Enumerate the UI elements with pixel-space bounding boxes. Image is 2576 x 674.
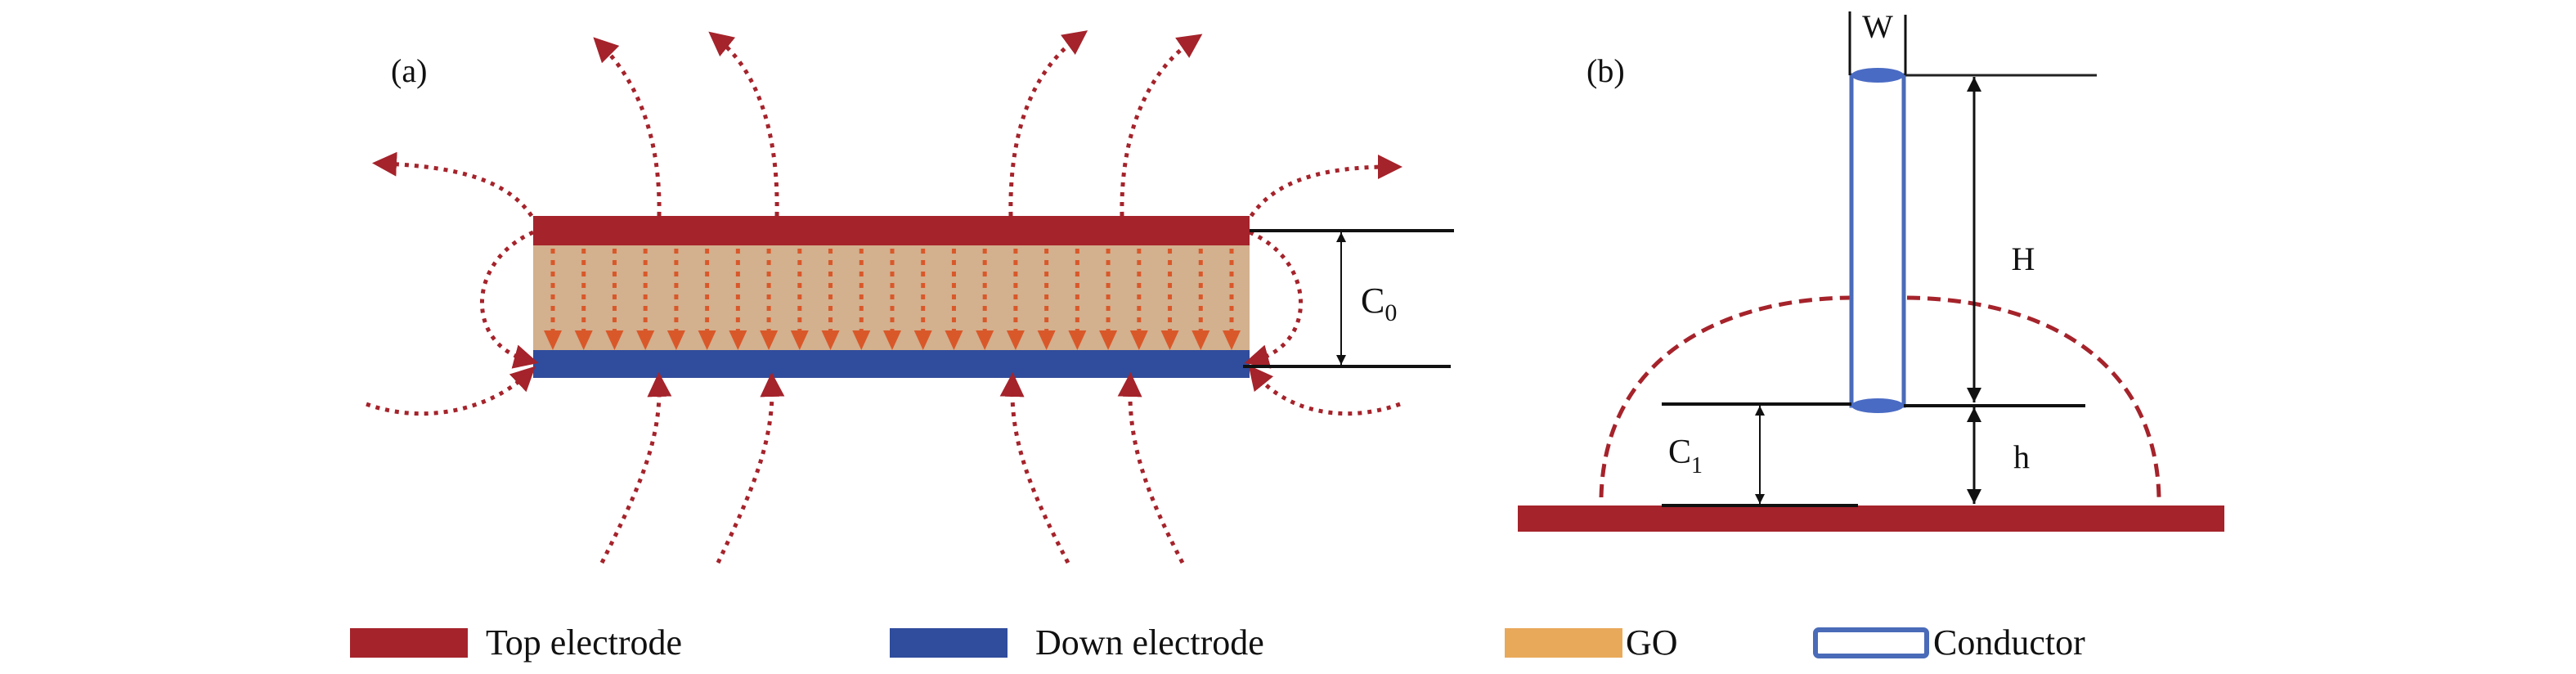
legend: Top electrode Down electrode GO Conducto… bbox=[350, 622, 2085, 663]
internal-field-arrowhead bbox=[636, 330, 655, 350]
internal-field-arrowhead bbox=[1099, 330, 1118, 350]
fringe-line-up-4 bbox=[1120, 34, 1203, 217]
fringe-line-up-3 bbox=[1008, 30, 1088, 217]
internal-field-arrowhead bbox=[913, 330, 932, 350]
internal-field-arrowhead bbox=[945, 330, 963, 350]
conductor-bottom-cap bbox=[1851, 398, 1904, 413]
fringe-line-right-top bbox=[1249, 155, 1402, 218]
legend-label-down-electrode: Down electrode bbox=[1035, 622, 1264, 663]
internal-field-arrowhead bbox=[574, 330, 593, 350]
fringe-line-below-2 bbox=[716, 372, 785, 564]
internal-field-arrowhead bbox=[1160, 330, 1179, 350]
height-label: H bbox=[2012, 240, 2035, 277]
legend-item-down-electrode: Down electrode bbox=[890, 622, 1264, 663]
internal-field-arrowhead bbox=[976, 330, 994, 350]
panel-a-label: (a) bbox=[391, 52, 427, 89]
ground-electrode bbox=[1518, 506, 2224, 532]
fringe-line-left-bottom bbox=[366, 366, 536, 416]
legend-item-conductor: Conductor bbox=[1813, 622, 2085, 663]
internal-field-arrowhead bbox=[1129, 330, 1148, 350]
internal-field-arrowhead bbox=[852, 330, 871, 350]
internal-field-arrowhead bbox=[760, 330, 779, 350]
gap-label: h bbox=[2013, 438, 2030, 475]
fringe-line-left-loop bbox=[480, 230, 539, 369]
fringe-field-dome bbox=[1599, 295, 2161, 498]
fringe-line-below-3 bbox=[999, 372, 1070, 564]
legend-swatch-down-electrode bbox=[890, 628, 1008, 658]
internal-field-arrowhead bbox=[666, 330, 685, 350]
legend-item-top-electrode: Top electrode bbox=[350, 622, 682, 663]
panel-b: (b) W H h C1 bbox=[1518, 8, 2224, 532]
legend-item-go: GO bbox=[1505, 622, 1678, 663]
internal-field-arrowhead bbox=[1192, 330, 1210, 350]
c0-dimension: C0 bbox=[1243, 229, 1454, 368]
internal-field-arrowhead bbox=[1006, 330, 1025, 350]
fringe-line-below-4 bbox=[1117, 372, 1185, 564]
internal-field-arrowhead bbox=[821, 330, 840, 350]
top-electrode bbox=[533, 216, 1250, 245]
internal-field-arrowhead bbox=[698, 330, 716, 350]
legend-swatch-go bbox=[1505, 628, 1622, 658]
internal-field-arrowhead bbox=[544, 330, 562, 350]
panel-a: (a) bbox=[366, 30, 1454, 564]
panel-b-label: (b) bbox=[1586, 52, 1625, 89]
fringe-line-up-2 bbox=[708, 31, 779, 217]
c1-label: C1 bbox=[1668, 434, 1703, 479]
internal-field-arrowhead bbox=[883, 330, 901, 350]
internal-field-arrowhead bbox=[729, 330, 747, 350]
internal-field-arrowhead bbox=[790, 330, 809, 350]
legend-label-conductor: Conductor bbox=[1933, 622, 2085, 663]
legend-label-top-electrode: Top electrode bbox=[486, 622, 682, 663]
internal-field-arrowhead bbox=[1068, 330, 1087, 350]
fringe-line-left-top bbox=[372, 151, 534, 218]
conductor bbox=[1849, 73, 1906, 408]
legend-swatch-conductor bbox=[1813, 627, 1929, 658]
fringe-field-lines bbox=[366, 30, 1402, 564]
fringe-line-right-loop bbox=[1244, 230, 1303, 369]
internal-field-arrowhead bbox=[1037, 330, 1056, 350]
fringe-line-right-bottom bbox=[1248, 365, 1401, 416]
internal-field-arrowhead bbox=[605, 330, 624, 350]
fringe-line-below-1 bbox=[599, 372, 672, 564]
internal-field-arrows bbox=[544, 249, 1241, 350]
c0-label: C0 bbox=[1361, 281, 1397, 326]
internal-field-arrowhead bbox=[1223, 330, 1241, 350]
legend-label-go: GO bbox=[1626, 622, 1678, 663]
down-electrode bbox=[533, 350, 1250, 378]
fringe-line-up-1 bbox=[593, 37, 662, 217]
w-label: W bbox=[1862, 8, 1893, 45]
conductor-top-cap bbox=[1851, 68, 1904, 83]
legend-swatch-top-electrode bbox=[350, 628, 468, 658]
